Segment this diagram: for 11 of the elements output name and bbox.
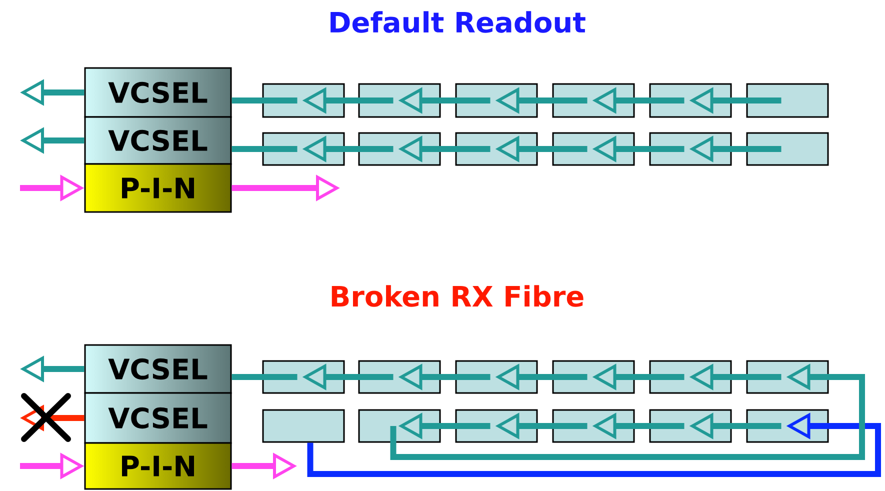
- laser-box: VCSEL: [84, 344, 232, 394]
- laser-box: VCSEL: [84, 392, 232, 444]
- link-box: [262, 409, 345, 443]
- heading: Broken RX Fibre: [332, 285, 584, 307]
- laser-box: VCSEL: [84, 67, 232, 118]
- photodiode-box: P-I-N: [84, 442, 232, 490]
- photodiode-box: P-I-N: [84, 163, 232, 213]
- laser-box: VCSEL: [84, 116, 232, 165]
- heading: Default Readout: [330, 11, 586, 33]
- link-box: [746, 83, 829, 118]
- link-box: [746, 132, 829, 166]
